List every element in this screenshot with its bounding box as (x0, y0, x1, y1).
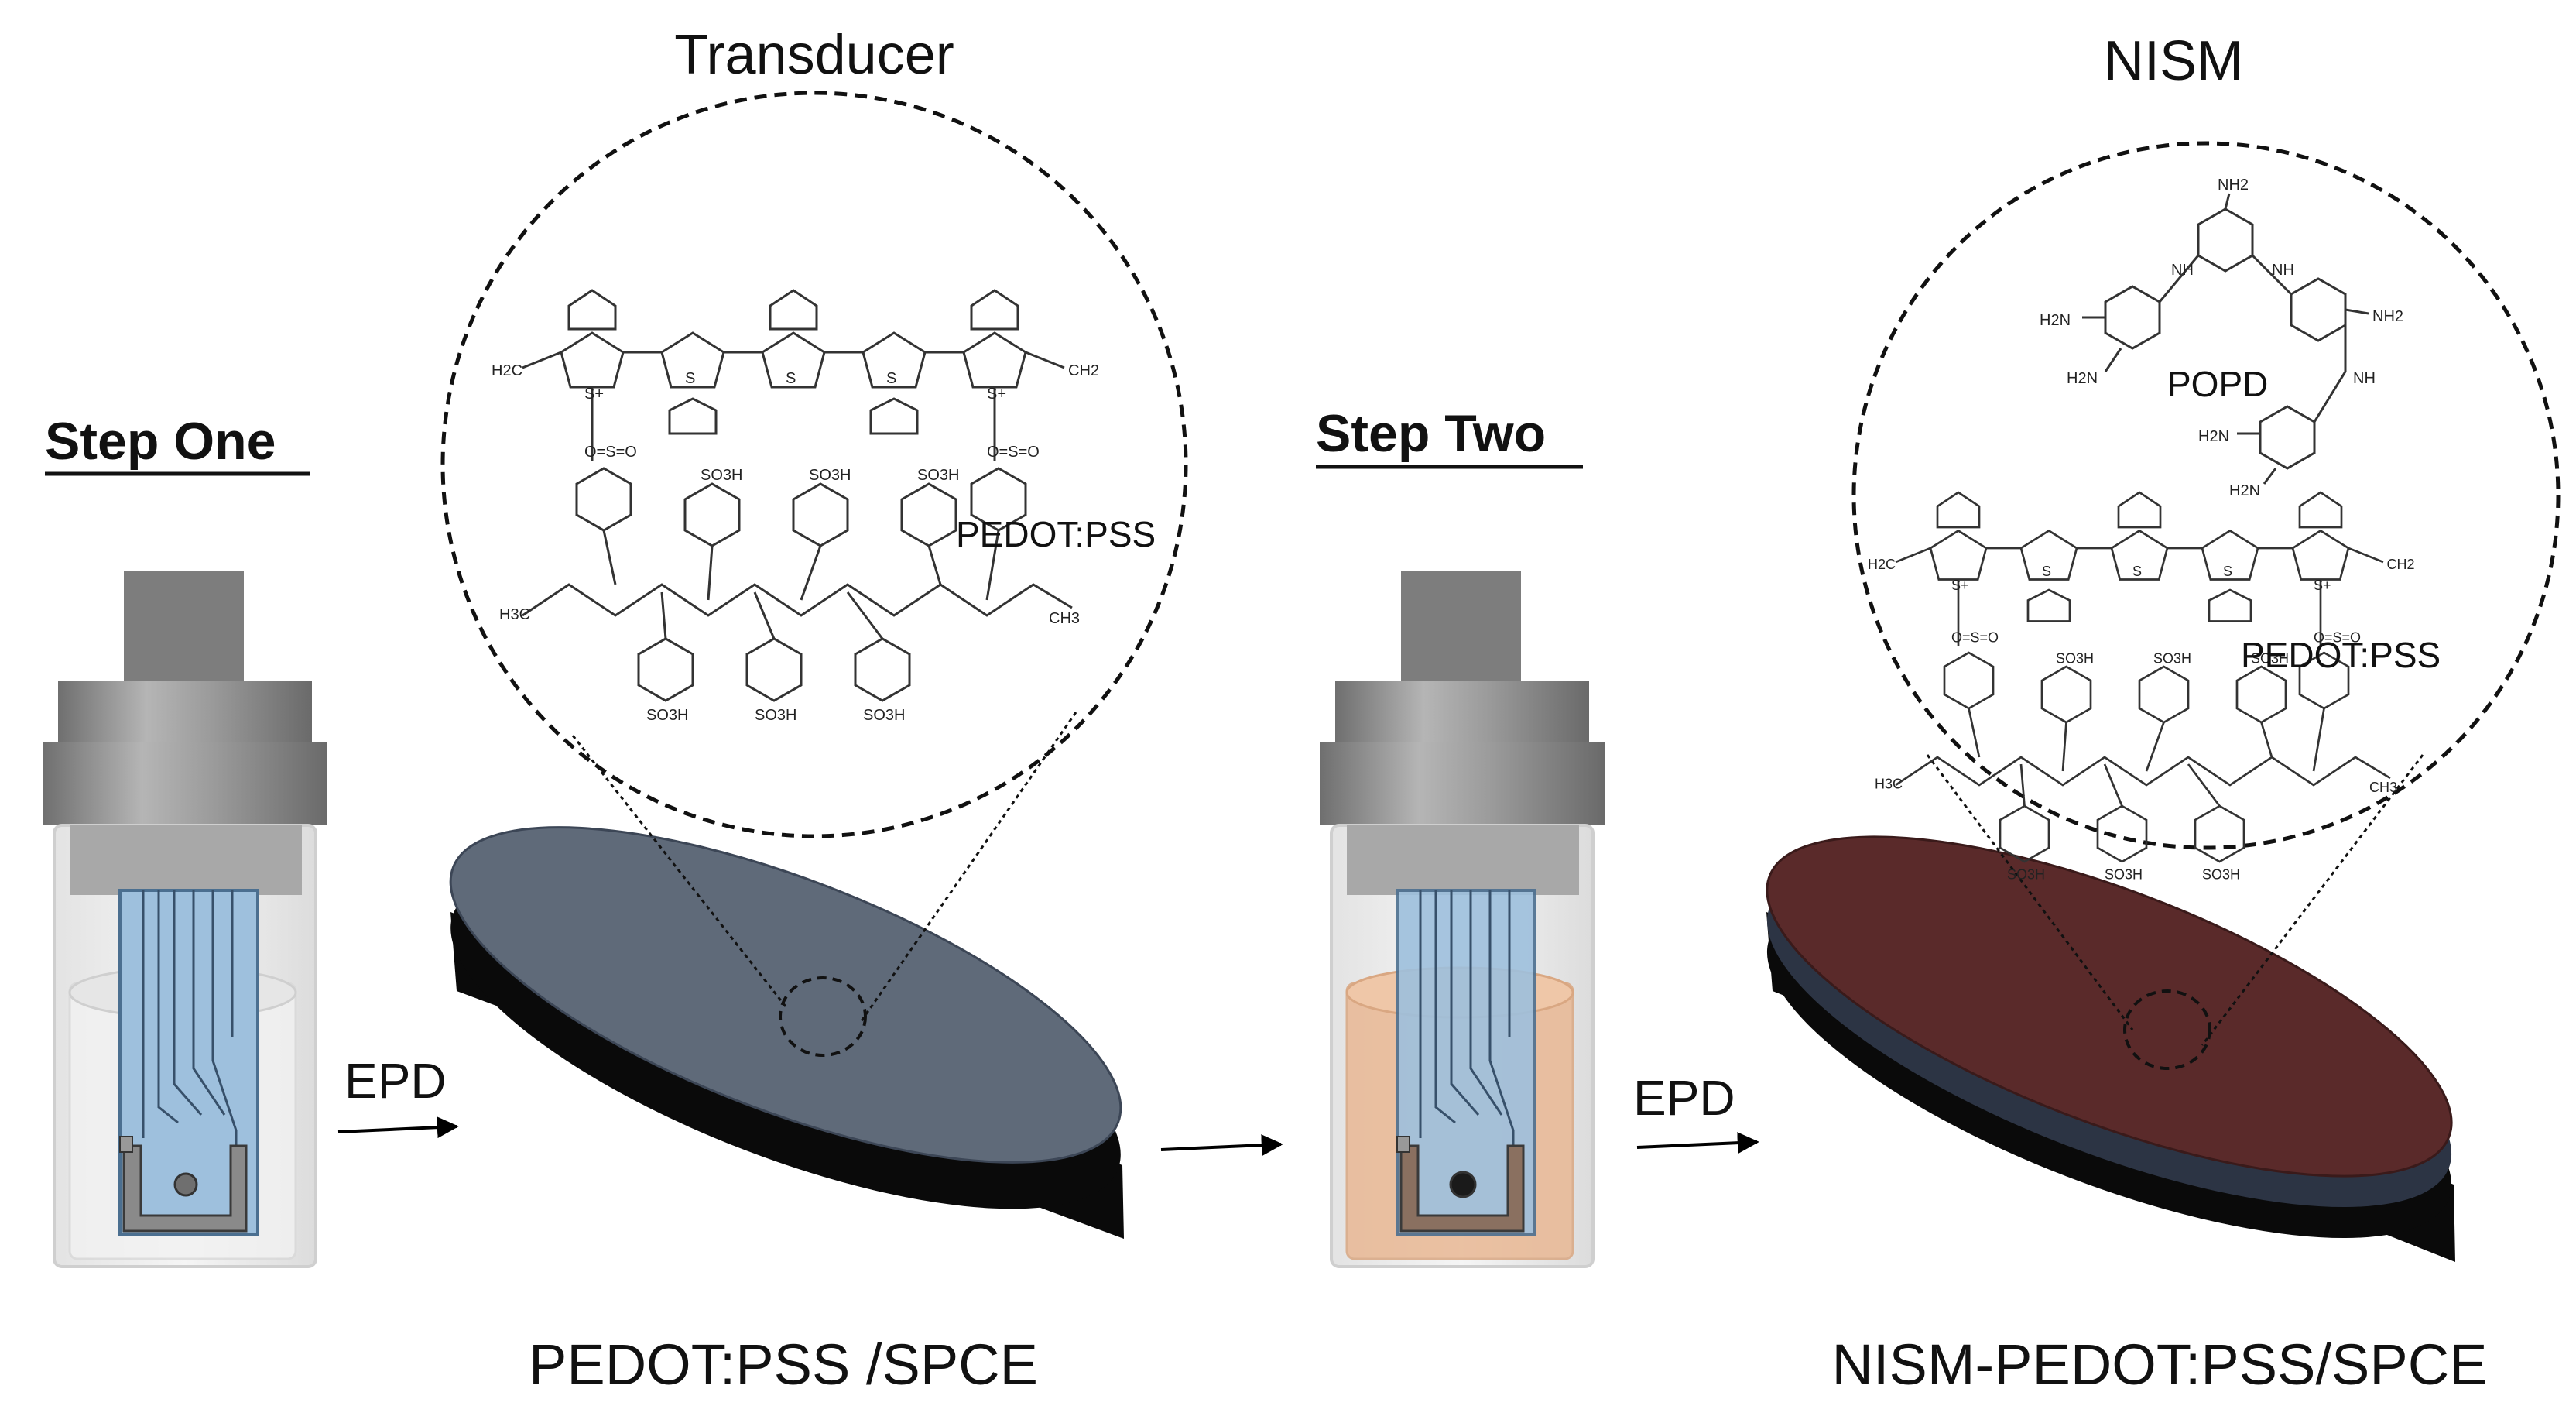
svg-text:NH: NH (2272, 262, 2294, 279)
arrow-to-step-two (1160, 1134, 1283, 1157)
step-two-title: Step Two (1316, 404, 1546, 463)
nism-title: NISM (2104, 30, 2243, 92)
pedot-disk (449, 826, 1124, 1239)
zoom-line-right-nism (2201, 754, 2424, 1046)
epd-label-one: EPD (344, 1053, 447, 1109)
svg-text:NH: NH (2353, 370, 2376, 387)
nism-disk (1766, 835, 2455, 1262)
svg-text:H2N: H2N (2040, 312, 2071, 329)
arrow-step-one (337, 1116, 459, 1139)
transducer-caption: PEDOT:PSS /SPCE (529, 1332, 1038, 1397)
popd-structure (2082, 193, 2369, 485)
transducer-zoom-circle (440, 91, 1188, 838)
zoom-spot-transducer (779, 976, 867, 1057)
zoom-spot-nism (2123, 989, 2211, 1070)
svg-text:NH2: NH2 (2218, 177, 2249, 194)
pedot-pss-structure (490, 289, 1101, 725)
popd-label: POPD (2167, 364, 2268, 404)
vial-step-one (43, 571, 327, 1268)
svg-text:NH: NH (2171, 262, 2194, 279)
svg-text:NH2: NH2 (2372, 308, 2403, 325)
zoom-line-left-nism (1926, 754, 2134, 1030)
step-one-title: Step One (45, 412, 276, 471)
nism-polymer-label: PEDOT:PSS (2241, 635, 2441, 675)
svg-text:H2N: H2N (2067, 370, 2098, 387)
svg-text:H2N: H2N (2198, 428, 2229, 445)
popd-atom-labels: NH NH NH2 H2N H2N NH2 NH H2N H2N (2040, 177, 2403, 499)
zoom-line-left-transducer (571, 735, 787, 1007)
vial-step-two (1320, 571, 1605, 1268)
nism-caption: NISM-PEDOT:PSS/SPCE (1831, 1332, 2487, 1397)
arrow-step-two (1636, 1132, 1759, 1154)
transducer-title: Transducer (674, 24, 954, 86)
svg-text:H2N: H2N (2229, 482, 2260, 499)
transducer-polymer-label: PEDOT:PSS (956, 514, 1156, 554)
nism-zoom-circle (1852, 141, 2561, 850)
zoom-line-right-transducer (859, 712, 1077, 1023)
epd-label-two: EPD (1633, 1070, 1735, 1126)
